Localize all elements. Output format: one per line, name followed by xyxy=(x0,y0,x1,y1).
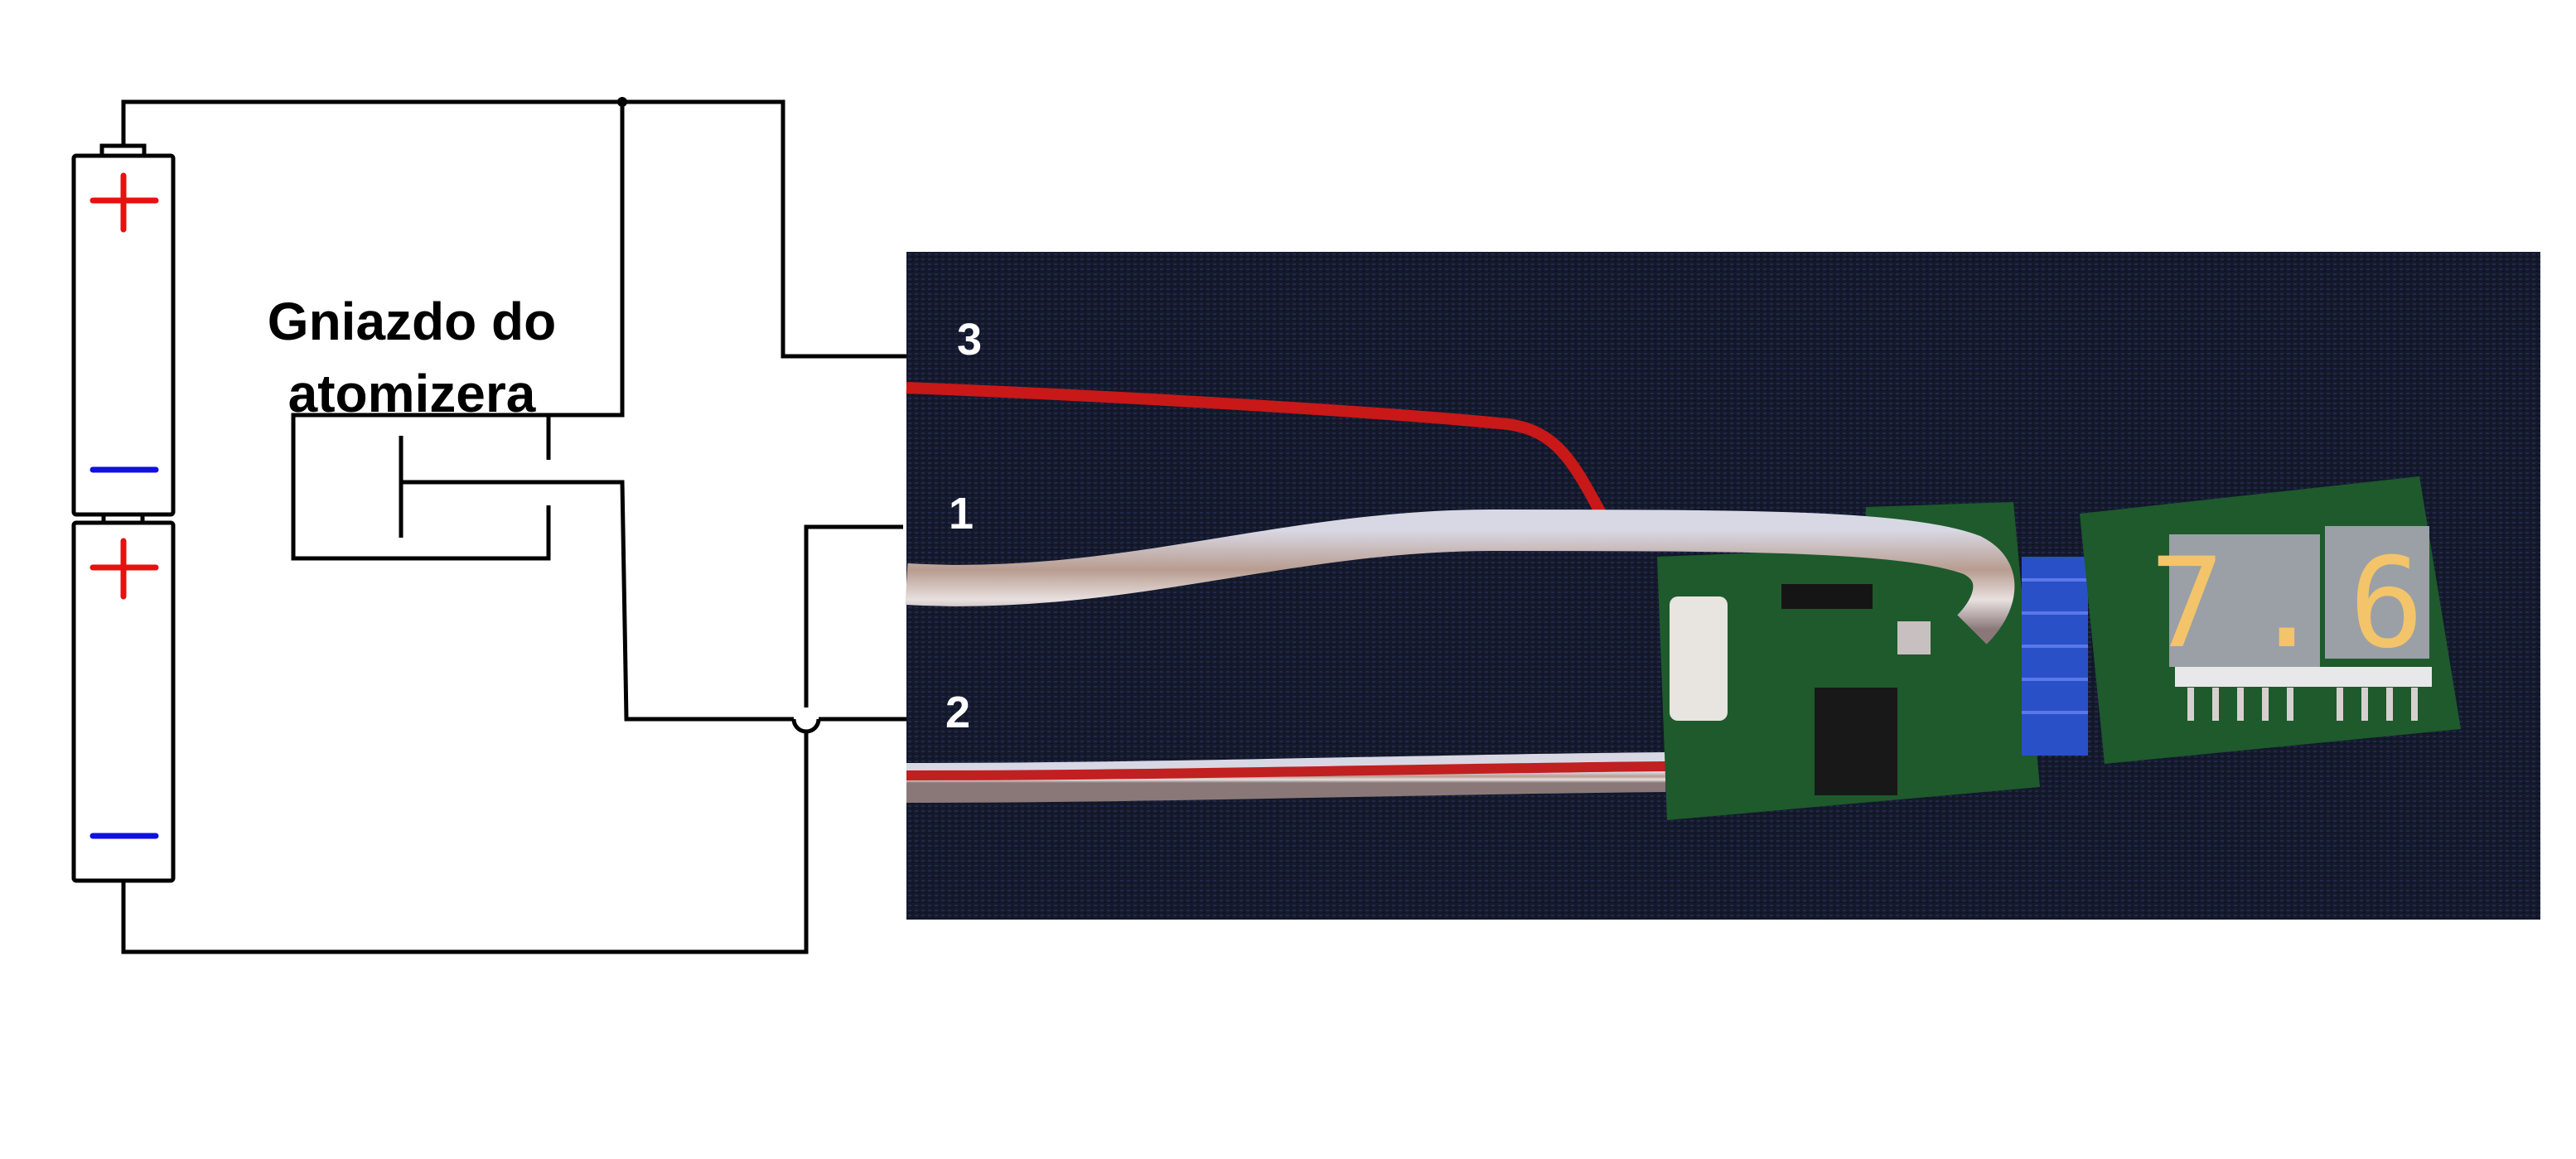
wire-label-3: 3 xyxy=(957,315,982,365)
wire-label-2: 2 xyxy=(945,688,970,737)
schematic xyxy=(71,97,906,954)
ic-chip xyxy=(1815,688,1897,795)
display-reading: 7.6 xyxy=(2150,532,2449,676)
pin-connector xyxy=(2022,557,2088,756)
push-button xyxy=(1670,596,1728,721)
socket-label-line1: Gniazdo do xyxy=(268,292,556,351)
wire-socket-outer xyxy=(291,102,625,561)
battery-terminal xyxy=(99,143,147,158)
wire-battery-minus xyxy=(121,731,809,954)
wire-socket-center xyxy=(401,480,794,722)
wire-2 xyxy=(906,752,1666,803)
device-photo: 7.6 3 1 2 xyxy=(905,252,2540,920)
controller-pcb xyxy=(1657,502,2040,820)
junction-dot xyxy=(617,97,627,107)
socket-label-line2: atomizera xyxy=(288,364,536,423)
clear-wire-1 xyxy=(905,509,2015,645)
wire-battery-plus xyxy=(121,99,906,359)
wire-label-1: 1 xyxy=(949,489,974,538)
battery-polarity-marks xyxy=(89,172,159,839)
red-wire-3 xyxy=(906,382,1609,521)
seven-segment-display xyxy=(2169,534,2320,667)
